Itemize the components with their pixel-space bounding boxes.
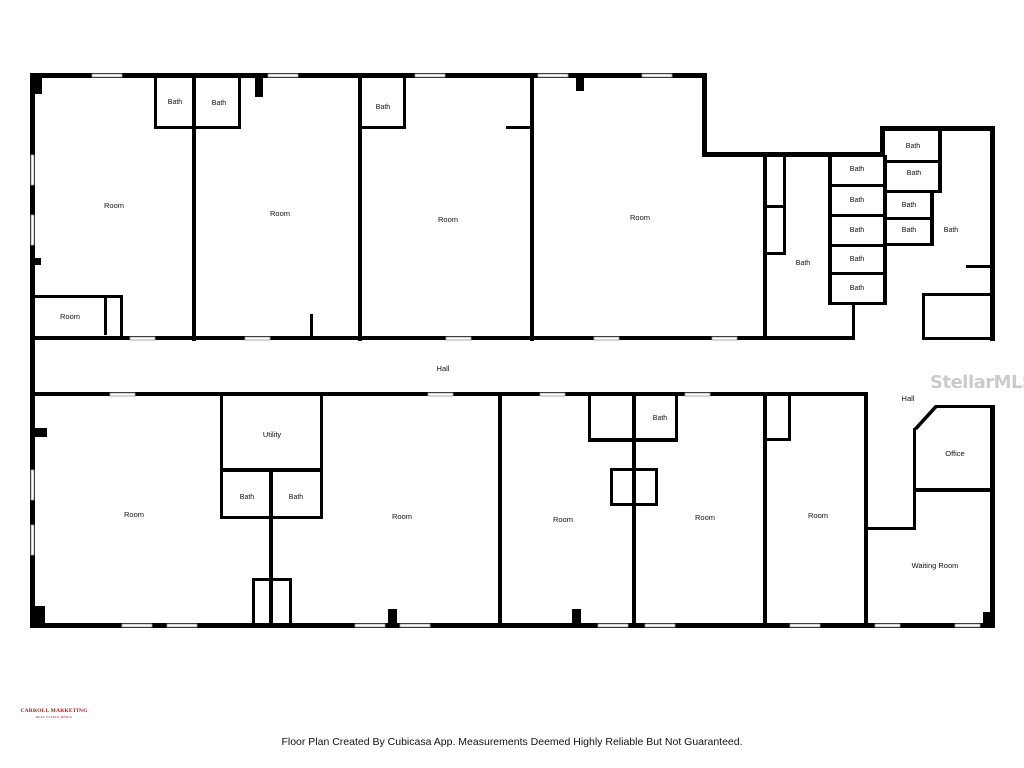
watermark: StellarMLS [930, 372, 1024, 393]
room-label-south-4: Room [695, 513, 715, 522]
hall-label-main: Hall [437, 364, 450, 373]
office-label: Office [945, 449, 964, 458]
bath-label-south-2: Bath [289, 494, 304, 501]
bath-label-south-3: Bath [653, 415, 668, 422]
brand-tagline: REAL ESTATE MEDIA [35, 714, 73, 719]
room-label-north-4: Room [630, 213, 650, 222]
bath-block-left-2: Bath [850, 197, 865, 204]
bath-label-north-2: Bath [212, 100, 227, 107]
bath-large-left: Bath [796, 260, 811, 267]
room-label-south-1: Room [124, 510, 144, 519]
bath-block-right-4: Bath [902, 227, 917, 234]
room-labels: Room Room Room Room Room Bath Bath Bath … [60, 99, 965, 570]
room-label-south-3: Room [553, 515, 573, 524]
bath-block-right-2: Bath [907, 170, 922, 177]
room-label-north-small: Room [60, 312, 80, 321]
brand-name: CARROLL MARKETING [20, 708, 88, 714]
bath-label-north-3: Bath [376, 104, 391, 111]
bath-label-south-1: Bath [240, 494, 255, 501]
bath-block-left-1: Bath [850, 166, 865, 173]
room-label-north-2: Room [270, 209, 290, 218]
walls [30, 73, 995, 628]
room-label-south-2: Room [392, 512, 412, 521]
bath-block-left-4: Bath [850, 256, 865, 263]
bath-block-right-3: Bath [902, 202, 917, 209]
bath-block-left-3: Bath [850, 227, 865, 234]
bath-label-north-1: Bath [168, 99, 183, 106]
bath-block-right-1: Bath [906, 143, 921, 150]
bath-block-left-5: Bath [850, 285, 865, 292]
windows [30, 73, 981, 628]
bath-large-right: Bath [944, 227, 959, 234]
utility-label: Utility [263, 430, 282, 439]
waiting-room-label: Waiting Room [912, 561, 959, 570]
brand-logo: CARROLL MARKETING REAL ESTATE MEDIA [18, 708, 90, 719]
room-label-north-1: Room [104, 201, 124, 210]
room-label-south-5: Room [808, 511, 828, 520]
footer-disclaimer: Floor Plan Created By Cubicasa App. Meas… [281, 736, 743, 748]
hall-label-east: Hall [902, 394, 915, 403]
room-label-north-3: Room [438, 215, 458, 224]
